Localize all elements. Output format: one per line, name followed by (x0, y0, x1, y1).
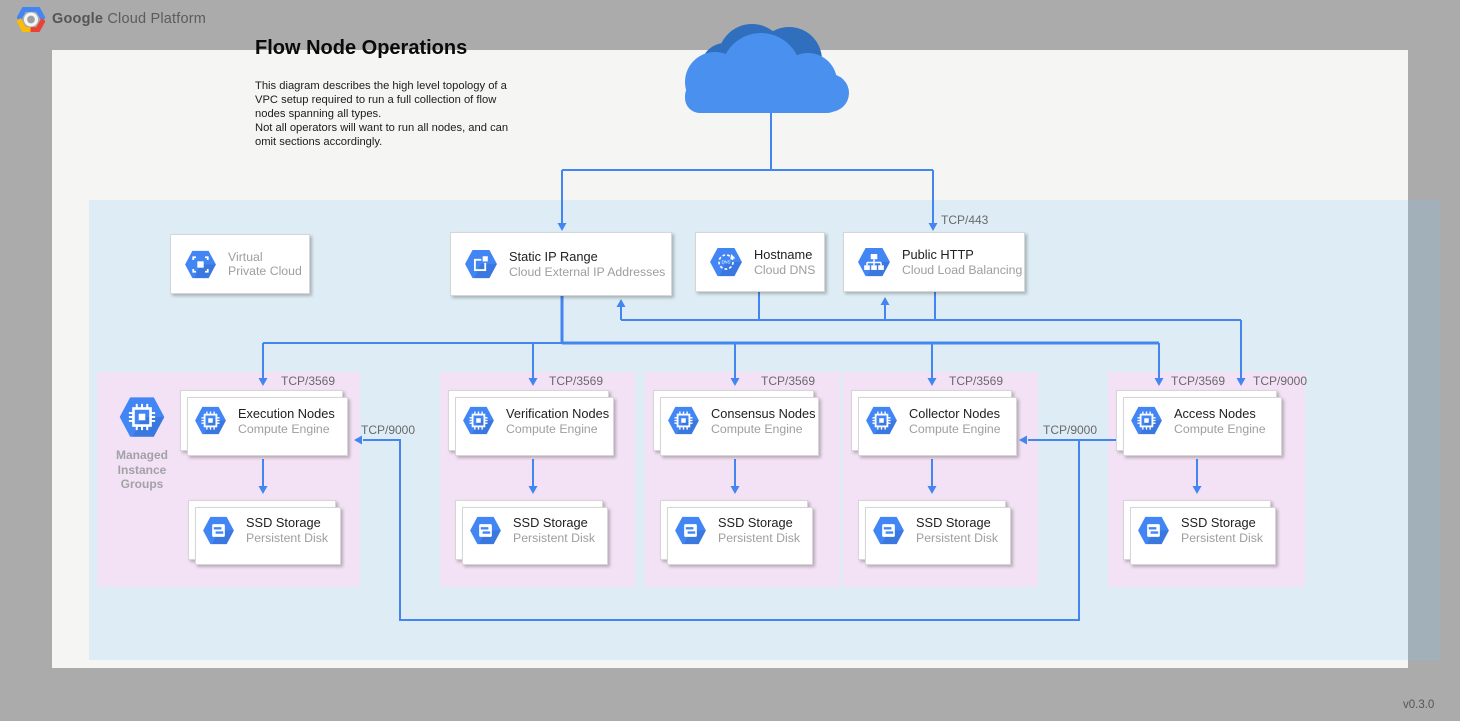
port-label: TCP/9000 (361, 423, 415, 437)
storage-title: SSD Storage (1181, 515, 1263, 530)
storage-box: SSD Storage Persistent Disk (455, 500, 603, 560)
vpc-label-box: Virtual Private Cloud (170, 234, 310, 294)
storage-box: SSD Storage Persistent Disk (1123, 500, 1271, 560)
persistent-disk-icon (1137, 516, 1170, 545)
service-icon (464, 249, 498, 279)
node-group: Verification Nodes Compute Engine SSD St… (440, 372, 635, 587)
node-subtitle: Compute Engine (1174, 422, 1266, 436)
persistent-disk-icon (872, 516, 905, 545)
service-subtitle: Cloud External IP Addresses (509, 265, 665, 279)
storage-subtitle: Persistent Disk (1181, 531, 1263, 545)
description-line: nodes spanning all types. (255, 107, 508, 121)
storage-title: SSD Storage (718, 515, 800, 530)
storage-title: SSD Storage (513, 515, 595, 530)
brand-google: Google (52, 11, 103, 27)
service-box: Public HTTP Cloud Load Balancing (843, 232, 1025, 292)
node-title: Access Nodes (1174, 406, 1266, 421)
storage-subtitle: Persistent Disk (513, 531, 595, 545)
compute-node-box: Access Nodes Compute Engine (1116, 390, 1277, 451)
brand-cloud-platform: Cloud Platform (103, 11, 206, 27)
service-icon: DNS (709, 247, 743, 277)
compute-engine-icon (194, 406, 227, 435)
node-title: Verification Nodes (506, 406, 609, 421)
storage-subtitle: Persistent Disk (718, 531, 800, 545)
compute-engine-icon (667, 406, 700, 435)
compute-engine-icon (865, 406, 898, 435)
node-group: Collector Nodes Compute Engine SSD Stora… (843, 372, 1038, 587)
version-label: v0.3.0 (1403, 699, 1434, 711)
service-title: Hostname (754, 247, 816, 262)
brand-text: Google Cloud Platform (52, 11, 206, 27)
description-line: This diagram describes the high level to… (255, 79, 508, 93)
port-label: TCP/3569 (281, 374, 335, 388)
node-group: Access Nodes Compute Engine SSD Storage … (1108, 372, 1305, 587)
storage-title: SSD Storage (246, 515, 328, 530)
node-subtitle: Compute Engine (909, 422, 1001, 436)
service-box: Static IP Range Cloud External IP Addres… (450, 232, 672, 296)
service-subtitle: Cloud Load Balancing (902, 263, 1022, 277)
description: This diagram describes the high level to… (255, 79, 508, 149)
mig-line1: Managed (107, 448, 177, 463)
svg-text:DNS: DNS (721, 260, 730, 265)
port-label: TCP/3569 (949, 374, 1003, 388)
compute-node-box: Execution Nodes Compute Engine (180, 390, 343, 451)
persistent-disk-icon (469, 516, 502, 545)
storage-box: SSD Storage Persistent Disk (660, 500, 808, 560)
gcp-logo (17, 7, 45, 32)
compute-engine-icon (462, 406, 495, 435)
description-line: VPC setup required to run a full collect… (255, 93, 508, 107)
node-subtitle: Compute Engine (506, 422, 609, 436)
port-label: TCP/3569 (761, 374, 815, 388)
storage-subtitle: Persistent Disk (246, 531, 328, 545)
node-title: Execution Nodes (238, 406, 335, 421)
vpc-icon (184, 250, 217, 279)
node-title: Consensus Nodes (711, 406, 816, 421)
storage-box: SSD Storage Persistent Disk (858, 500, 1006, 560)
page-title: Flow Node Operations (255, 37, 467, 60)
vpc-label-line1: Virtual (228, 250, 302, 264)
compute-node-box: Collector Nodes Compute Engine (851, 390, 1012, 451)
mig-line3: Groups (107, 477, 177, 492)
managed-instance-groups-label: Managed Instance Groups (107, 448, 177, 492)
compute-node-box: Verification Nodes Compute Engine (448, 390, 609, 451)
port-label: TCP/9000 (1043, 423, 1097, 437)
port-label: TCP/443 (941, 213, 988, 227)
node-subtitle: Compute Engine (238, 422, 335, 436)
port-label: TCP/9000 (1253, 374, 1307, 388)
port-label: TCP/3569 (549, 374, 603, 388)
node-subtitle: Compute Engine (711, 422, 816, 436)
vpc-label-line2: Private Cloud (228, 264, 302, 278)
service-title: Public HTTP (902, 247, 1022, 262)
storage-subtitle: Persistent Disk (916, 531, 998, 545)
node-title: Collector Nodes (909, 406, 1001, 421)
compute-node-box: Consensus Nodes Compute Engine (653, 390, 814, 451)
managed-instance-groups-icon (118, 396, 166, 438)
description-line: omit sections accordingly. (255, 135, 508, 149)
persistent-disk-icon (202, 516, 235, 545)
service-box: DNS Hostname Cloud DNS (695, 232, 825, 292)
storage-title: SSD Storage (916, 515, 998, 530)
service-title: Static IP Range (509, 249, 665, 264)
service-subtitle: Cloud DNS (754, 263, 816, 277)
persistent-disk-icon (674, 516, 707, 545)
storage-box: SSD Storage Persistent Disk (188, 500, 336, 560)
internet-cloud-icon (677, 20, 863, 117)
mig-line2: Instance (107, 463, 177, 478)
port-label: TCP/3569 (1171, 374, 1225, 388)
service-icon (857, 247, 891, 277)
node-group: Consensus Nodes Compute Engine SSD Stora… (645, 372, 840, 587)
description-line: Not all operators will want to run all n… (255, 121, 508, 135)
compute-engine-icon (1130, 406, 1163, 435)
